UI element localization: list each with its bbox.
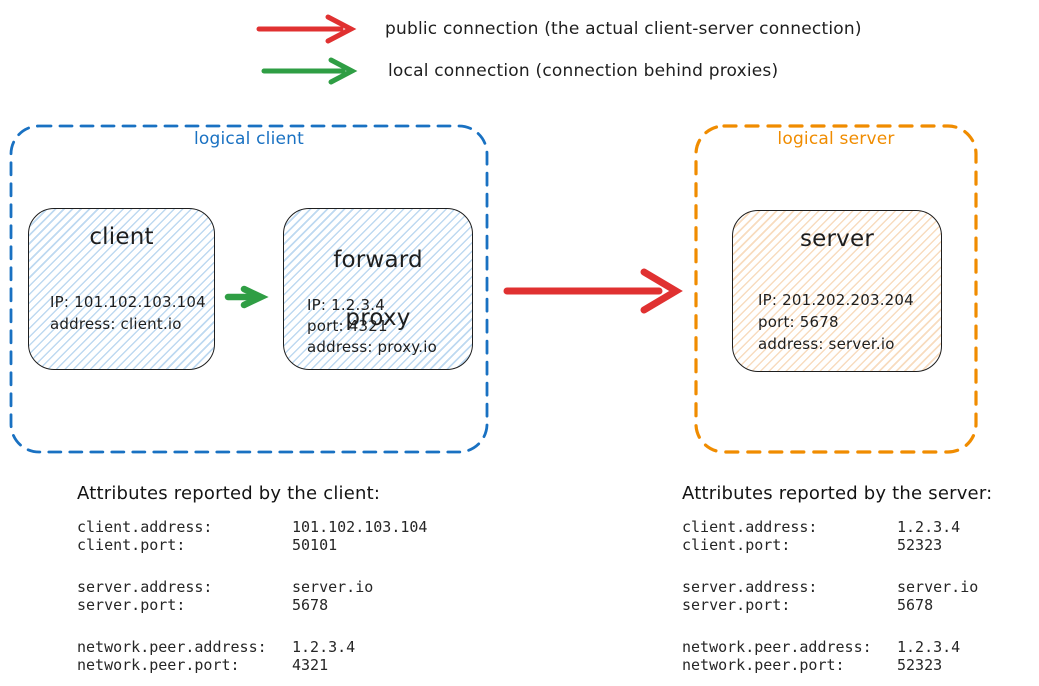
proxy-ip: IP: 1.2.3.4	[307, 296, 385, 314]
attr-row: server.address: server.io	[77, 578, 374, 596]
server-attributes-table: client.address: 1.2.3.4 client.port: 523…	[682, 518, 978, 686]
server-attr-group-network-peer: network.peer.address: 1.2.3.4 network.pe…	[682, 638, 978, 674]
proxy-to-server-arrow-icon	[503, 268, 683, 314]
local-connection-arrow-icon	[261, 57, 358, 85]
client-attributes-table: client.address: 101.102.103.104 client.p…	[77, 518, 427, 686]
forward-proxy-node: forward proxy IP: 1.2.3.4 port: 4321 add…	[283, 208, 473, 370]
attr-row: server.port: 5678	[682, 596, 934, 614]
client-address: address: client.io	[50, 315, 182, 333]
server-ip: IP: 201.202.203.204	[758, 291, 914, 309]
public-connection-arrow-icon	[256, 14, 357, 44]
logical-server-title: logical server	[777, 129, 895, 149]
client-attr-group-client: client.address: 101.102.103.104 client.p…	[77, 518, 427, 554]
client-node-details: IP: 101.102.103.104 address: client.io	[50, 291, 206, 335]
logical-client-title: logical client	[193, 129, 305, 149]
server-node: server IP: 201.202.203.204 port: 5678 ad…	[732, 210, 942, 372]
server-attr-group-server: server.address: server.io server.port: 5…	[682, 578, 978, 614]
server-node-title: server	[799, 226, 874, 252]
forward-proxy-node-details: IP: 1.2.3.4 port: 4321 address: proxy.io	[307, 295, 437, 358]
client-attr-group-server: server.address: server.io server.port: 5…	[77, 578, 427, 614]
server-address: address: server.io	[758, 335, 895, 353]
server-node-details: IP: 201.202.203.204 port: 5678 address: …	[758, 289, 914, 355]
attr-row: server.address: server.io	[682, 578, 979, 596]
attr-row: network.peer.port: 4321	[77, 656, 329, 674]
client-ip: IP: 101.102.103.104	[50, 293, 206, 311]
attr-row: network.peer.address: 1.2.3.4	[77, 638, 356, 656]
attr-row: network.peer.port: 52323	[682, 656, 943, 674]
proxy-port: port: 4321	[307, 317, 388, 335]
server-attributes-heading: Attributes reported by the server:	[682, 483, 993, 504]
logical-client-boundary	[9, 124, 489, 454]
legend-local-connection-label: local connection (connection behind prox…	[388, 61, 779, 81]
forward-proxy-node-title: forward proxy	[333, 247, 423, 331]
attr-row: client.port: 50101	[77, 536, 338, 554]
attr-row: network.peer.address: 1.2.3.4	[682, 638, 961, 656]
server-attr-group-client: client.address: 1.2.3.4 client.port: 523…	[682, 518, 978, 554]
server-port: port: 5678	[758, 313, 839, 331]
attr-row: client.address: 1.2.3.4	[682, 518, 961, 536]
client-node-title: client	[89, 224, 154, 250]
attr-row: client.port: 52323	[682, 536, 943, 554]
attr-row: server.port: 5678	[77, 596, 329, 614]
legend-public-connection-label: public connection (the actual client-ser…	[385, 19, 862, 39]
logical-server-boundary	[694, 124, 978, 454]
attr-row: client.address: 101.102.103.104	[77, 518, 428, 536]
client-attributes-heading: Attributes reported by the client:	[77, 483, 381, 504]
proxy-address: address: proxy.io	[307, 338, 437, 356]
client-attr-group-network-peer: network.peer.address: 1.2.3.4 network.pe…	[77, 638, 427, 674]
client-node: client IP: 101.102.103.104 address: clie…	[28, 208, 215, 370]
client-to-proxy-arrow-icon	[224, 285, 269, 309]
